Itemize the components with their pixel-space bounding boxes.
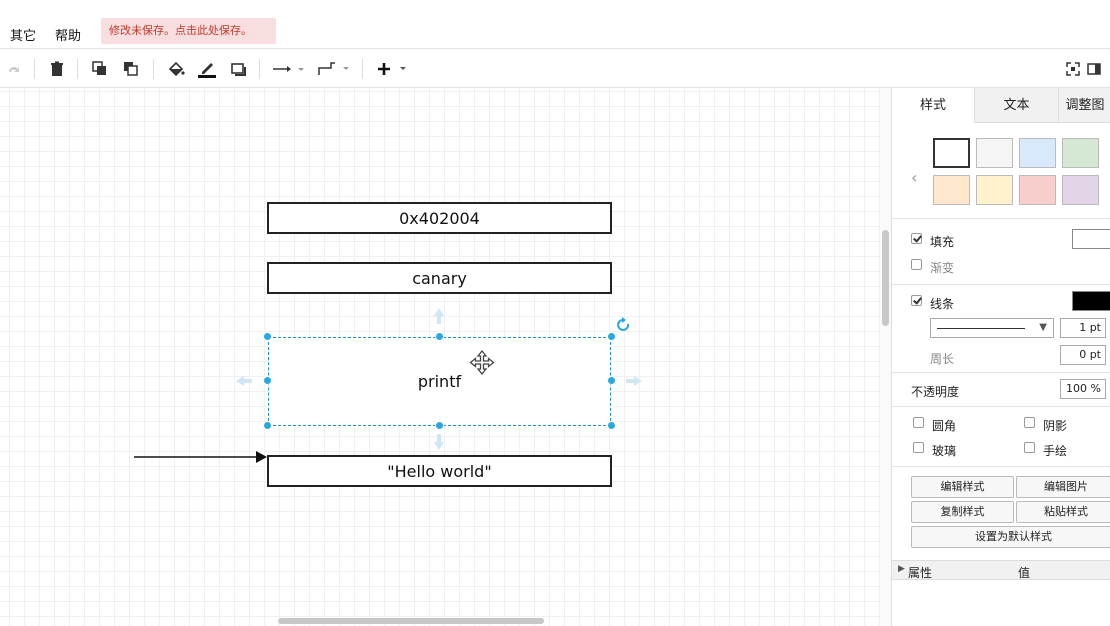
shadow-label: 阴影: [1043, 419, 1068, 433]
copy-style-button[interactable]: 复制样式: [911, 501, 1014, 523]
divider: [892, 406, 1110, 407]
resize-handle[interactable]: [607, 421, 616, 430]
vertical-scrollbar[interactable]: [880, 88, 891, 626]
panel-tabs: 样式 文本 调整图: [892, 88, 1110, 123]
chevron-left-icon[interactable]: ‹: [911, 168, 918, 187]
line-style-select[interactable]: ▼: [930, 318, 1054, 338]
toolbar-divider: [34, 59, 35, 79]
to-front-icon[interactable]: [90, 58, 110, 80]
style-swatch[interactable]: [976, 175, 1013, 205]
line-color-button[interactable]: [1072, 291, 1110, 311]
fill-icon[interactable]: [165, 58, 187, 80]
resize-handle[interactable]: [263, 332, 272, 341]
divider: [892, 284, 1110, 285]
plus-icon[interactable]: [373, 58, 411, 80]
line-checkbox[interactable]: [911, 295, 922, 306]
perimeter-field[interactable]: 0 pt: [1060, 345, 1106, 365]
arrow-icon[interactable]: [270, 58, 306, 80]
trash-icon[interactable]: [47, 58, 67, 80]
panel-toggle-icon[interactable]: [1086, 58, 1102, 80]
glass-label: 玻璃: [932, 444, 957, 458]
rounded-checkbox[interactable]: [913, 417, 924, 428]
toolbar-divider: [362, 59, 363, 79]
properties-header[interactable]: ▶ 属性 值: [892, 560, 1110, 580]
perimeter-label: 周长: [930, 352, 955, 366]
set-default-style-button[interactable]: 设置为默认样式: [911, 526, 1110, 548]
line-style-preview: [937, 328, 1025, 329]
style-swatch[interactable]: [933, 175, 970, 205]
fill-label: 填充: [930, 235, 955, 249]
sketch-label: 手绘: [1043, 444, 1068, 458]
toolbar-divider: [259, 59, 260, 79]
fill-color-button[interactable]: [1072, 229, 1110, 249]
menu-help[interactable]: 帮助: [55, 29, 82, 44]
canvas-overlay: [134, 308, 642, 463]
style-swatch[interactable]: [1062, 138, 1099, 168]
gradient-label: 渐变: [930, 261, 955, 275]
rotate-icon[interactable]: [617, 317, 630, 331]
scroll-thumb[interactable]: [882, 230, 889, 326]
gradient-checkbox[interactable]: [911, 259, 922, 270]
unsaved-notice[interactable]: 修改未保存。点击此处保存。: [101, 18, 276, 44]
divider: [892, 466, 1110, 467]
menu-other[interactable]: 其它: [10, 29, 37, 44]
shape-label: "Hello world": [387, 461, 492, 481]
shape-label: printf: [417, 372, 462, 391]
shape-box-canary[interactable]: canary: [267, 262, 612, 294]
style-swatch[interactable]: [1019, 138, 1056, 168]
tab-style[interactable]: 样式: [919, 98, 946, 113]
resize-handle[interactable]: [263, 376, 272, 385]
rounded-label: 圆角: [932, 419, 957, 433]
glass-checkbox[interactable]: [913, 442, 924, 453]
move-cursor-icon: [469, 349, 495, 376]
shape-label: 0x402004: [399, 208, 480, 228]
resize-handle[interactable]: [435, 332, 444, 341]
line-color-icon[interactable]: [196, 58, 218, 80]
style-swatch[interactable]: [1062, 175, 1099, 205]
shadow-checkbox[interactable]: [1024, 417, 1035, 428]
value-label: 值: [1018, 566, 1031, 580]
to-back-icon[interactable]: [121, 58, 141, 80]
toolbar: [0, 48, 1110, 88]
resize-handle[interactable]: [607, 332, 616, 341]
shadow-icon[interactable]: [228, 58, 248, 80]
edit-image-button[interactable]: 编辑图片: [1016, 476, 1110, 498]
chevron-down-icon: ▼: [1039, 322, 1047, 333]
format-panel: 样式 文本 调整图 ‹ 填充 渐变 线条 ▼ 1 pt 周长 0 pt 不透明度…: [891, 88, 1110, 626]
edit-style-button[interactable]: 编辑样式: [911, 476, 1014, 498]
opacity-label: 不透明度: [911, 385, 960, 399]
toolbar-divider: [77, 59, 78, 79]
resize-handle[interactable]: [435, 421, 444, 430]
shape-label: canary: [412, 268, 467, 288]
connector-arrow[interactable]: [134, 451, 267, 463]
style-swatch[interactable]: [976, 138, 1013, 168]
toolbar-divider: [153, 59, 154, 79]
menu-bar: 其它 帮助 修改未保存。点击此处保存。: [0, 0, 1110, 48]
quick-connect-arrows[interactable]: [236, 308, 642, 450]
style-swatch[interactable]: [1019, 175, 1056, 205]
tab-arrange[interactable]: 调整图: [1058, 88, 1110, 123]
fullscreen-icon[interactable]: [1064, 58, 1082, 80]
style-swatch[interactable]: [933, 138, 970, 168]
line-width-field[interactable]: 1 pt: [1060, 318, 1106, 338]
fill-checkbox[interactable]: [911, 233, 922, 244]
redo-icon[interactable]: [4, 58, 24, 80]
divider: [892, 218, 1110, 219]
divider: [892, 372, 1110, 373]
chevron-right-icon: ▶: [898, 564, 905, 574]
shape-box-printf-selected[interactable]: printf: [268, 337, 611, 426]
resize-handle[interactable]: [263, 421, 272, 430]
opacity-field[interactable]: 100 %: [1060, 379, 1106, 399]
resize-handle[interactable]: [607, 376, 616, 385]
tab-text[interactable]: 文本: [974, 88, 1058, 123]
diagram-canvas[interactable]: 0x402004 canary printf "Hello world": [0, 88, 880, 626]
shape-box-hello-world[interactable]: "Hello world": [267, 455, 612, 487]
sketch-checkbox[interactable]: [1024, 442, 1035, 453]
paste-style-button[interactable]: 粘贴样式: [1016, 501, 1110, 523]
line-label: 线条: [930, 297, 955, 311]
waypoint-icon[interactable]: [315, 58, 351, 80]
shape-box-address[interactable]: 0x402004: [267, 202, 612, 234]
properties-label: 属性: [908, 566, 933, 580]
horizontal-scroll-thumb[interactable]: [278, 618, 544, 624]
